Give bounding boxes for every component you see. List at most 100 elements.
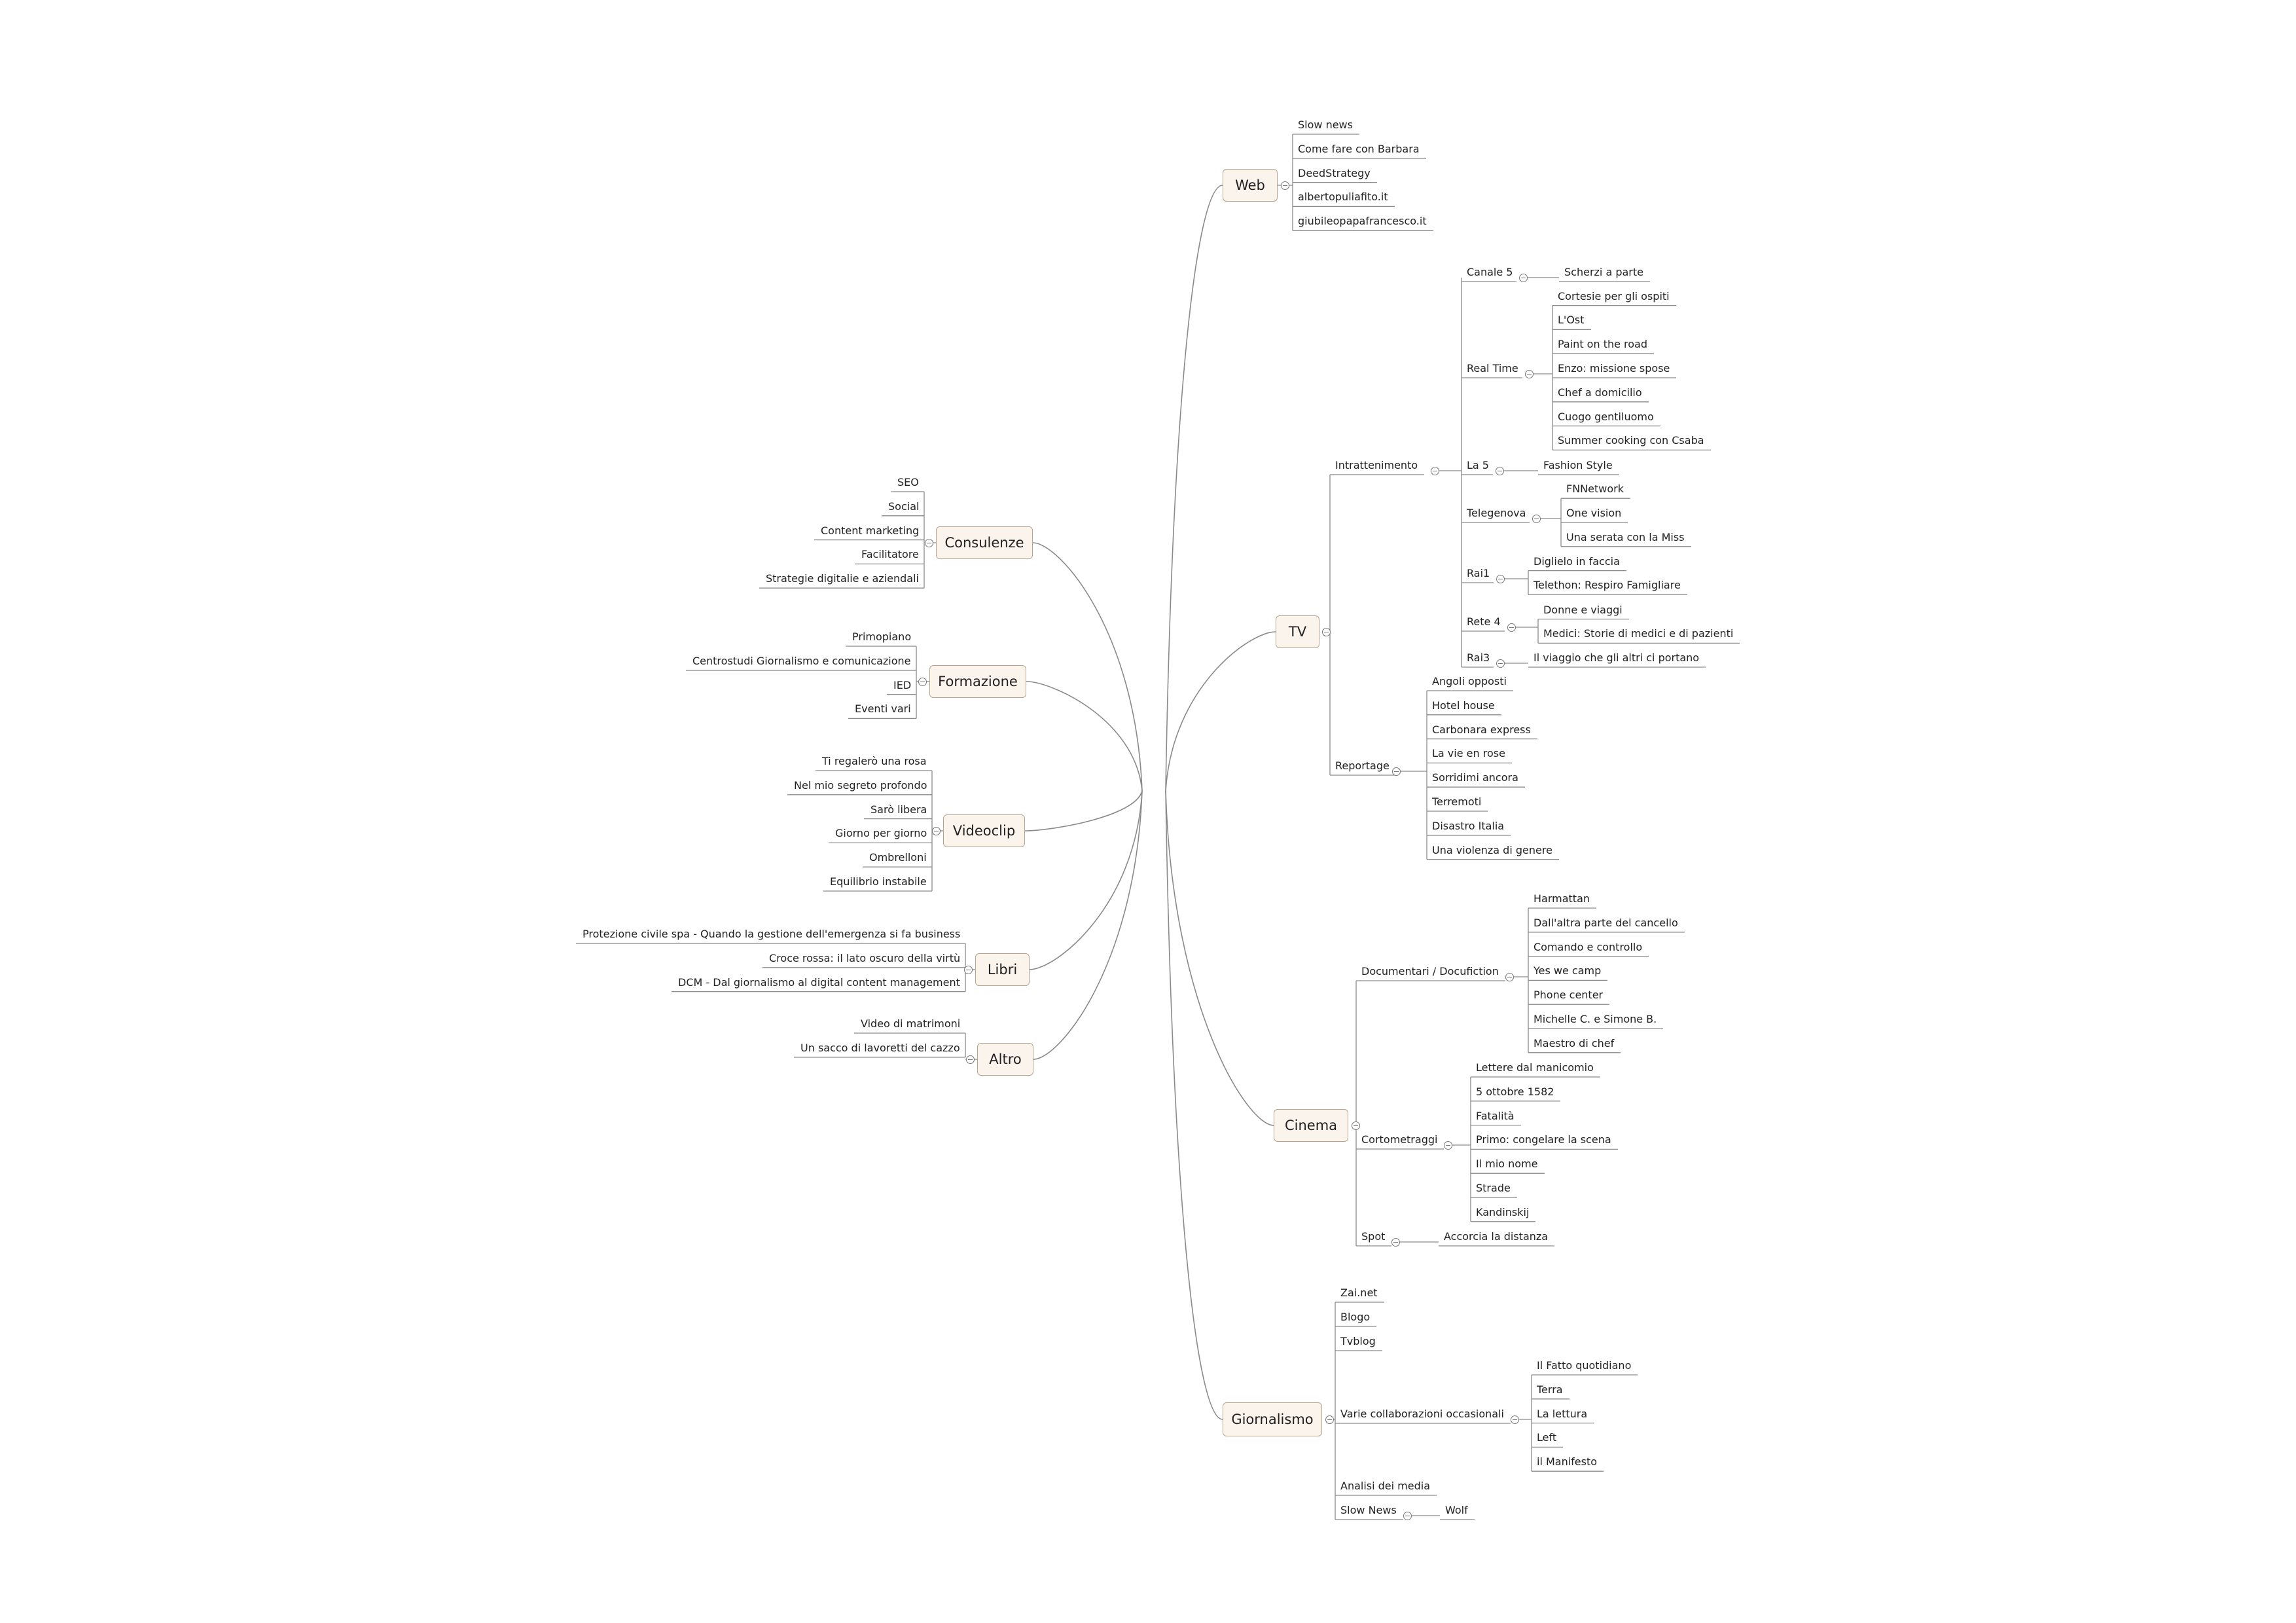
realtime-item: Summer cooking con Csaba (1558, 434, 1704, 447)
group-intrattenimento[interactable]: Intrattenimento (1335, 459, 1418, 471)
web-collapse-icon[interactable] (1280, 181, 1289, 190)
altro-item: Video di matrimoni (861, 1017, 961, 1030)
consulenze-item: Facilitatore (861, 548, 919, 561)
subgroup-canale5[interactable]: Canale 5 (1467, 266, 1513, 278)
branch-consulenze-link (1032, 542, 1143, 792)
documentari-item: Comando e controllo (1534, 940, 1643, 953)
branch-cinema-link (1165, 790, 1274, 1126)
branch-altro-link (1033, 790, 1143, 1060)
branch-giornalismo-link (1165, 790, 1223, 1420)
reportage-collapse-icon[interactable] (1391, 767, 1401, 776)
giornalismo-collapse-icon[interactable] (1325, 1415, 1334, 1424)
branch-cinema[interactable]: Cinema (1274, 1109, 1348, 1142)
videoclip-item: Giorno per giorno (835, 827, 927, 840)
consulenze-collapse-icon[interactable] (924, 538, 933, 547)
spot-item: Accorcia la distanza (1444, 1230, 1549, 1243)
group-slownews[interactable]: Slow News (1340, 1504, 1397, 1516)
subgroup-rete4[interactable]: Rete 4 (1467, 615, 1501, 628)
reportage-item: Una violenza di genere (1432, 843, 1552, 856)
branch-web-link (1165, 185, 1223, 792)
cortometraggi-item: 5 ottobre 1582 (1476, 1085, 1554, 1098)
reportage-item: Hotel house (1432, 699, 1495, 712)
realtime-item: Cortesie per gli ospiti (1558, 289, 1670, 302)
branch-altro[interactable]: Altro (977, 1043, 1033, 1076)
realtime-item: Cuogo gentiluomo (1558, 410, 1654, 423)
libri-item: Protezione civile spa - Quando la gestio… (583, 928, 961, 940)
videoclip-item: Nel mio segreto profondo (794, 778, 927, 792)
telegenova-item: Una serata con la Miss (1566, 530, 1685, 543)
cortometraggi-item: Primo: congelare la scena (1476, 1133, 1611, 1146)
web-item: giubileopapafrancesco.it (1298, 215, 1427, 228)
branch-web[interactable]: Web (1223, 169, 1278, 202)
realtime-item: Paint on the road (1558, 338, 1648, 351)
rai1-item: Telethon: Respiro Famigliare (1534, 579, 1681, 592)
rai1-collapse-icon[interactable] (1496, 574, 1505, 583)
rete4-item: Donne e viaggi (1543, 603, 1623, 616)
branch-videoclip[interactable]: Videoclip (943, 814, 1025, 847)
canale5-item: Scherzi a parte (1564, 266, 1643, 278)
subgroup-la5[interactable]: La 5 (1467, 459, 1489, 471)
varie-collapse-icon[interactable] (1510, 1415, 1519, 1424)
varie-item: Left (1537, 1431, 1557, 1444)
telegenova-collapse-icon[interactable] (1532, 514, 1541, 523)
group-cortometraggi[interactable]: Cortometraggi (1361, 1133, 1438, 1146)
tv-collapse-icon[interactable] (1321, 627, 1331, 636)
subgroup-telegenova[interactable]: Telegenova (1467, 507, 1526, 519)
group-blogo: Blogo (1340, 1311, 1371, 1323)
consulenze-item: SEO (897, 476, 919, 488)
realtime-item: Enzo: missione spose (1558, 362, 1670, 374)
group-reportage[interactable]: Reportage (1335, 759, 1390, 772)
rete4-item: Medici: Storie di medici e di pazienti (1543, 627, 1734, 640)
branch-formazione[interactable]: Formazione (929, 665, 1026, 698)
branch-giornalismo[interactable]: Giornalismo (1223, 1402, 1322, 1436)
slownews-collapse-icon[interactable] (1403, 1511, 1412, 1520)
reportage-item: Sorridimi ancora (1432, 771, 1518, 784)
subgroup-realtime[interactable]: Real Time (1467, 362, 1518, 374)
cortometraggi-item: Il mio nome (1476, 1158, 1538, 1171)
reportage-item: Terremoti (1432, 795, 1482, 808)
branch-videoclip-link (1024, 790, 1143, 831)
group-varie[interactable]: Varie collaborazioni occasionali (1340, 1408, 1504, 1420)
la5-collapse-icon[interactable] (1495, 466, 1504, 475)
documentari-collapse-icon[interactable] (1505, 972, 1514, 981)
cortometraggi-collapse-icon[interactable] (1443, 1140, 1452, 1150)
web-item: Slow news (1298, 119, 1353, 131)
documentari-item: Yes we camp (1534, 964, 1602, 977)
reportage-item: La vie en rose (1432, 747, 1505, 760)
cortometraggi-item: Strade (1476, 1182, 1511, 1194)
spot-collapse-icon[interactable] (1391, 1237, 1400, 1247)
videoclip-collapse-icon[interactable] (931, 826, 941, 835)
branch-libri[interactable]: Libri (975, 953, 1030, 986)
web-item: albertopuliafito.it (1298, 191, 1388, 204)
canale5-collapse-icon[interactable] (1518, 273, 1528, 282)
altro-collapse-icon[interactable] (965, 1055, 975, 1064)
intrattenimento-collapse-icon[interactable] (1430, 466, 1439, 475)
branch-tv[interactable]: TV (1276, 615, 1319, 648)
subgroup-rai1[interactable]: Rai1 (1467, 567, 1490, 579)
branch-consulenze[interactable]: Consulenze (936, 526, 1033, 559)
web-item: Come fare con Barbara (1298, 142, 1420, 155)
realtime-collapse-icon[interactable] (1524, 369, 1534, 378)
videoclip-item: Ti regalerò una rosa (822, 755, 927, 767)
reportage-item: Disastro Italia (1432, 819, 1505, 832)
documentari-item: Phone center (1534, 989, 1604, 1002)
realtime-item: L'Ost (1558, 314, 1585, 327)
consulenze-item: Social (888, 500, 920, 513)
group-zainet: Zai.net (1340, 1286, 1378, 1299)
subgroup-rai3[interactable]: Rai3 (1467, 651, 1490, 664)
cinema-collapse-icon[interactable] (1351, 1121, 1360, 1130)
documentari-item: Harmattan (1534, 892, 1590, 905)
formazione-collapse-icon[interactable] (918, 677, 927, 686)
group-documentari[interactable]: Documentari / Docufiction (1361, 965, 1499, 977)
rai3-collapse-icon[interactable] (1496, 659, 1505, 668)
slownews-item: Wolf (1445, 1504, 1468, 1516)
la5-item: Fashion Style (1543, 459, 1613, 471)
documentari-item: Dall'altra parte del cancello (1534, 916, 1678, 929)
group-spot[interactable]: Spot (1361, 1230, 1386, 1243)
formazione-item: Primopiano (852, 630, 912, 643)
rete4-collapse-icon[interactable] (1507, 623, 1516, 632)
telegenova-item: FNNetwork (1566, 483, 1624, 496)
libri-collapse-icon[interactable] (963, 965, 973, 974)
